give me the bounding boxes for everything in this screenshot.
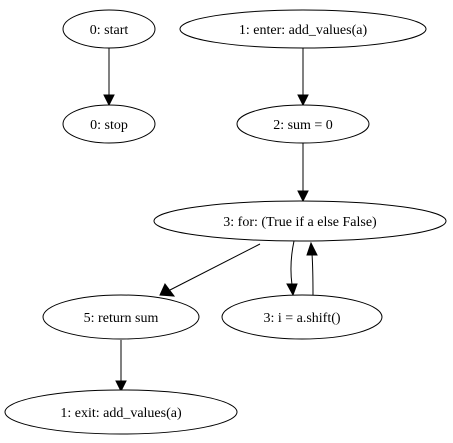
node-sum-init: 2: sum = 0 bbox=[236, 104, 370, 144]
node-start: 0: start bbox=[62, 9, 156, 49]
edge-start-to-stop bbox=[103, 48, 115, 107]
node-exit: 1: exit: add_values(a) bbox=[4, 389, 238, 435]
node-shift: 3: i = a.shift() bbox=[221, 294, 383, 340]
edge-enter-to-sum bbox=[297, 48, 309, 107]
edge-sum-to-for bbox=[297, 143, 309, 203]
node-stop-label: 0: stop bbox=[90, 118, 128, 133]
node-return-label: 5: return sum bbox=[84, 311, 159, 326]
node-start-label: 0: start bbox=[90, 23, 129, 38]
node-for-label: 3: for: (True if a else False) bbox=[223, 215, 377, 230]
edge-shift-to-for bbox=[306, 241, 318, 297]
node-enter: 1: enter: add_values(a) bbox=[179, 9, 427, 49]
node-shift-label: 3: i = a.shift() bbox=[263, 311, 340, 326]
node-return: 5: return sum bbox=[42, 294, 200, 340]
node-sum-init-label: 2: sum = 0 bbox=[273, 118, 333, 133]
node-for: 3: for: (True if a else False) bbox=[153, 200, 447, 242]
node-exit-label: 1: exit: add_values(a) bbox=[60, 406, 182, 421]
edge-for-to-return bbox=[159, 243, 261, 297]
node-enter-label: 1: enter: add_values(a) bbox=[239, 23, 368, 38]
edge-for-to-shift bbox=[286, 240, 298, 297]
edge-return-to-exit bbox=[115, 340, 127, 393]
node-stop: 0: stop bbox=[62, 104, 156, 144]
